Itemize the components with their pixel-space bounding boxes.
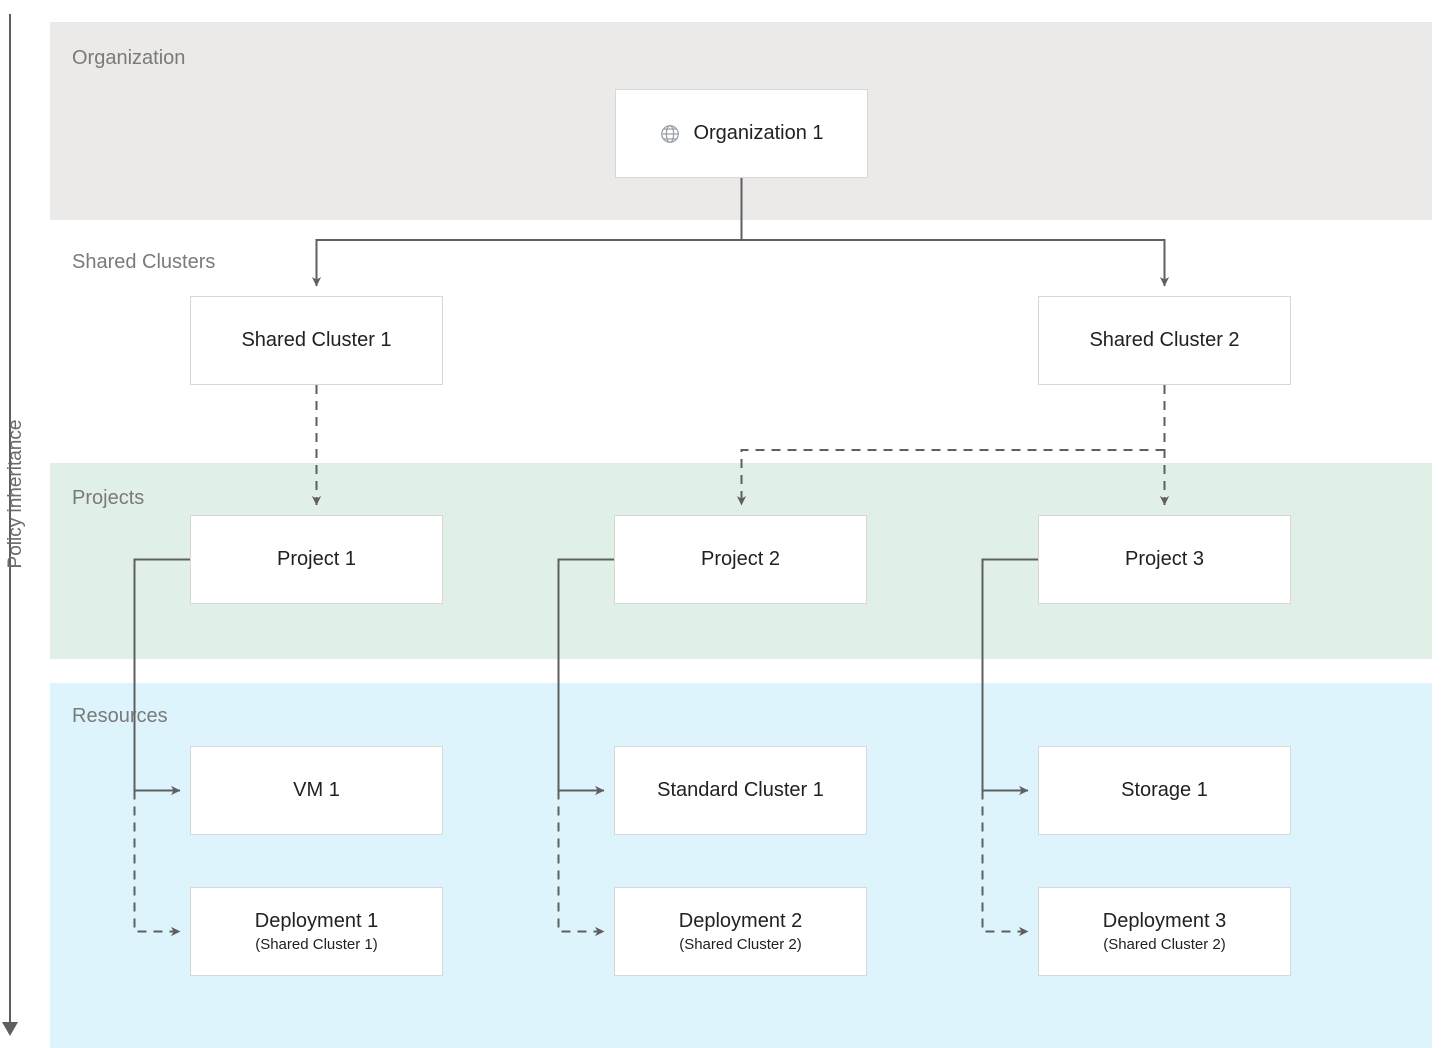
node-label: Deployment 2 [678, 909, 803, 932]
node-organization-1[interactable]: Organization 1 [615, 89, 868, 178]
node-standard-cluster-1[interactable]: Standard Cluster 1 [614, 746, 867, 835]
policy-inheritance-label: Policy inheritance [5, 419, 26, 569]
node-vm-1[interactable]: VM 1 [190, 746, 443, 835]
band-label-shared-clusters: Shared Clusters [72, 251, 216, 273]
globe-icon [659, 123, 681, 145]
node-label: Project 2 [701, 548, 780, 570]
node-deployment-3[interactable]: Deployment 3 (Shared Cluster 2) [1038, 887, 1291, 976]
node-sublabel: (Shared Cluster 1) [255, 935, 378, 953]
node-project-3[interactable]: Project 3 [1038, 515, 1291, 604]
node-label: Storage 1 [1121, 779, 1208, 801]
node-deployment-2[interactable]: Deployment 2 (Shared Cluster 2) [614, 887, 867, 976]
node-label: Deployment 3 [1102, 909, 1227, 932]
node-label: Organization 1 [693, 122, 824, 144]
band-resources [50, 683, 1432, 1048]
node-project-1[interactable]: Project 1 [190, 515, 443, 604]
node-label: Project 3 [1125, 548, 1204, 570]
node-shared-cluster-1[interactable]: Shared Cluster 1 [190, 296, 443, 385]
node-project-2[interactable]: Project 2 [614, 515, 867, 604]
node-label: Standard Cluster 1 [657, 779, 824, 801]
band-label-organization: Organization [72, 47, 186, 69]
node-label: Shared Cluster 1 [241, 329, 392, 351]
node-storage-1[interactable]: Storage 1 [1038, 746, 1291, 835]
node-label: Deployment 1 [254, 909, 379, 932]
node-shared-cluster-2[interactable]: Shared Cluster 2 [1038, 296, 1291, 385]
down-arrow-icon [2, 1022, 18, 1036]
policy-inheritance-axis-line [9, 14, 11, 1028]
node-label: Shared Cluster 2 [1089, 329, 1240, 351]
band-label-resources: Resources [72, 705, 168, 727]
band-label-projects: Projects [72, 487, 145, 509]
node-deployment-1[interactable]: Deployment 1 (Shared Cluster 1) [190, 887, 443, 976]
node-label: VM 1 [293, 779, 340, 801]
node-label: Project 1 [277, 548, 356, 570]
node-sublabel: (Shared Cluster 2) [679, 935, 802, 953]
node-sublabel: (Shared Cluster 2) [1103, 935, 1226, 953]
